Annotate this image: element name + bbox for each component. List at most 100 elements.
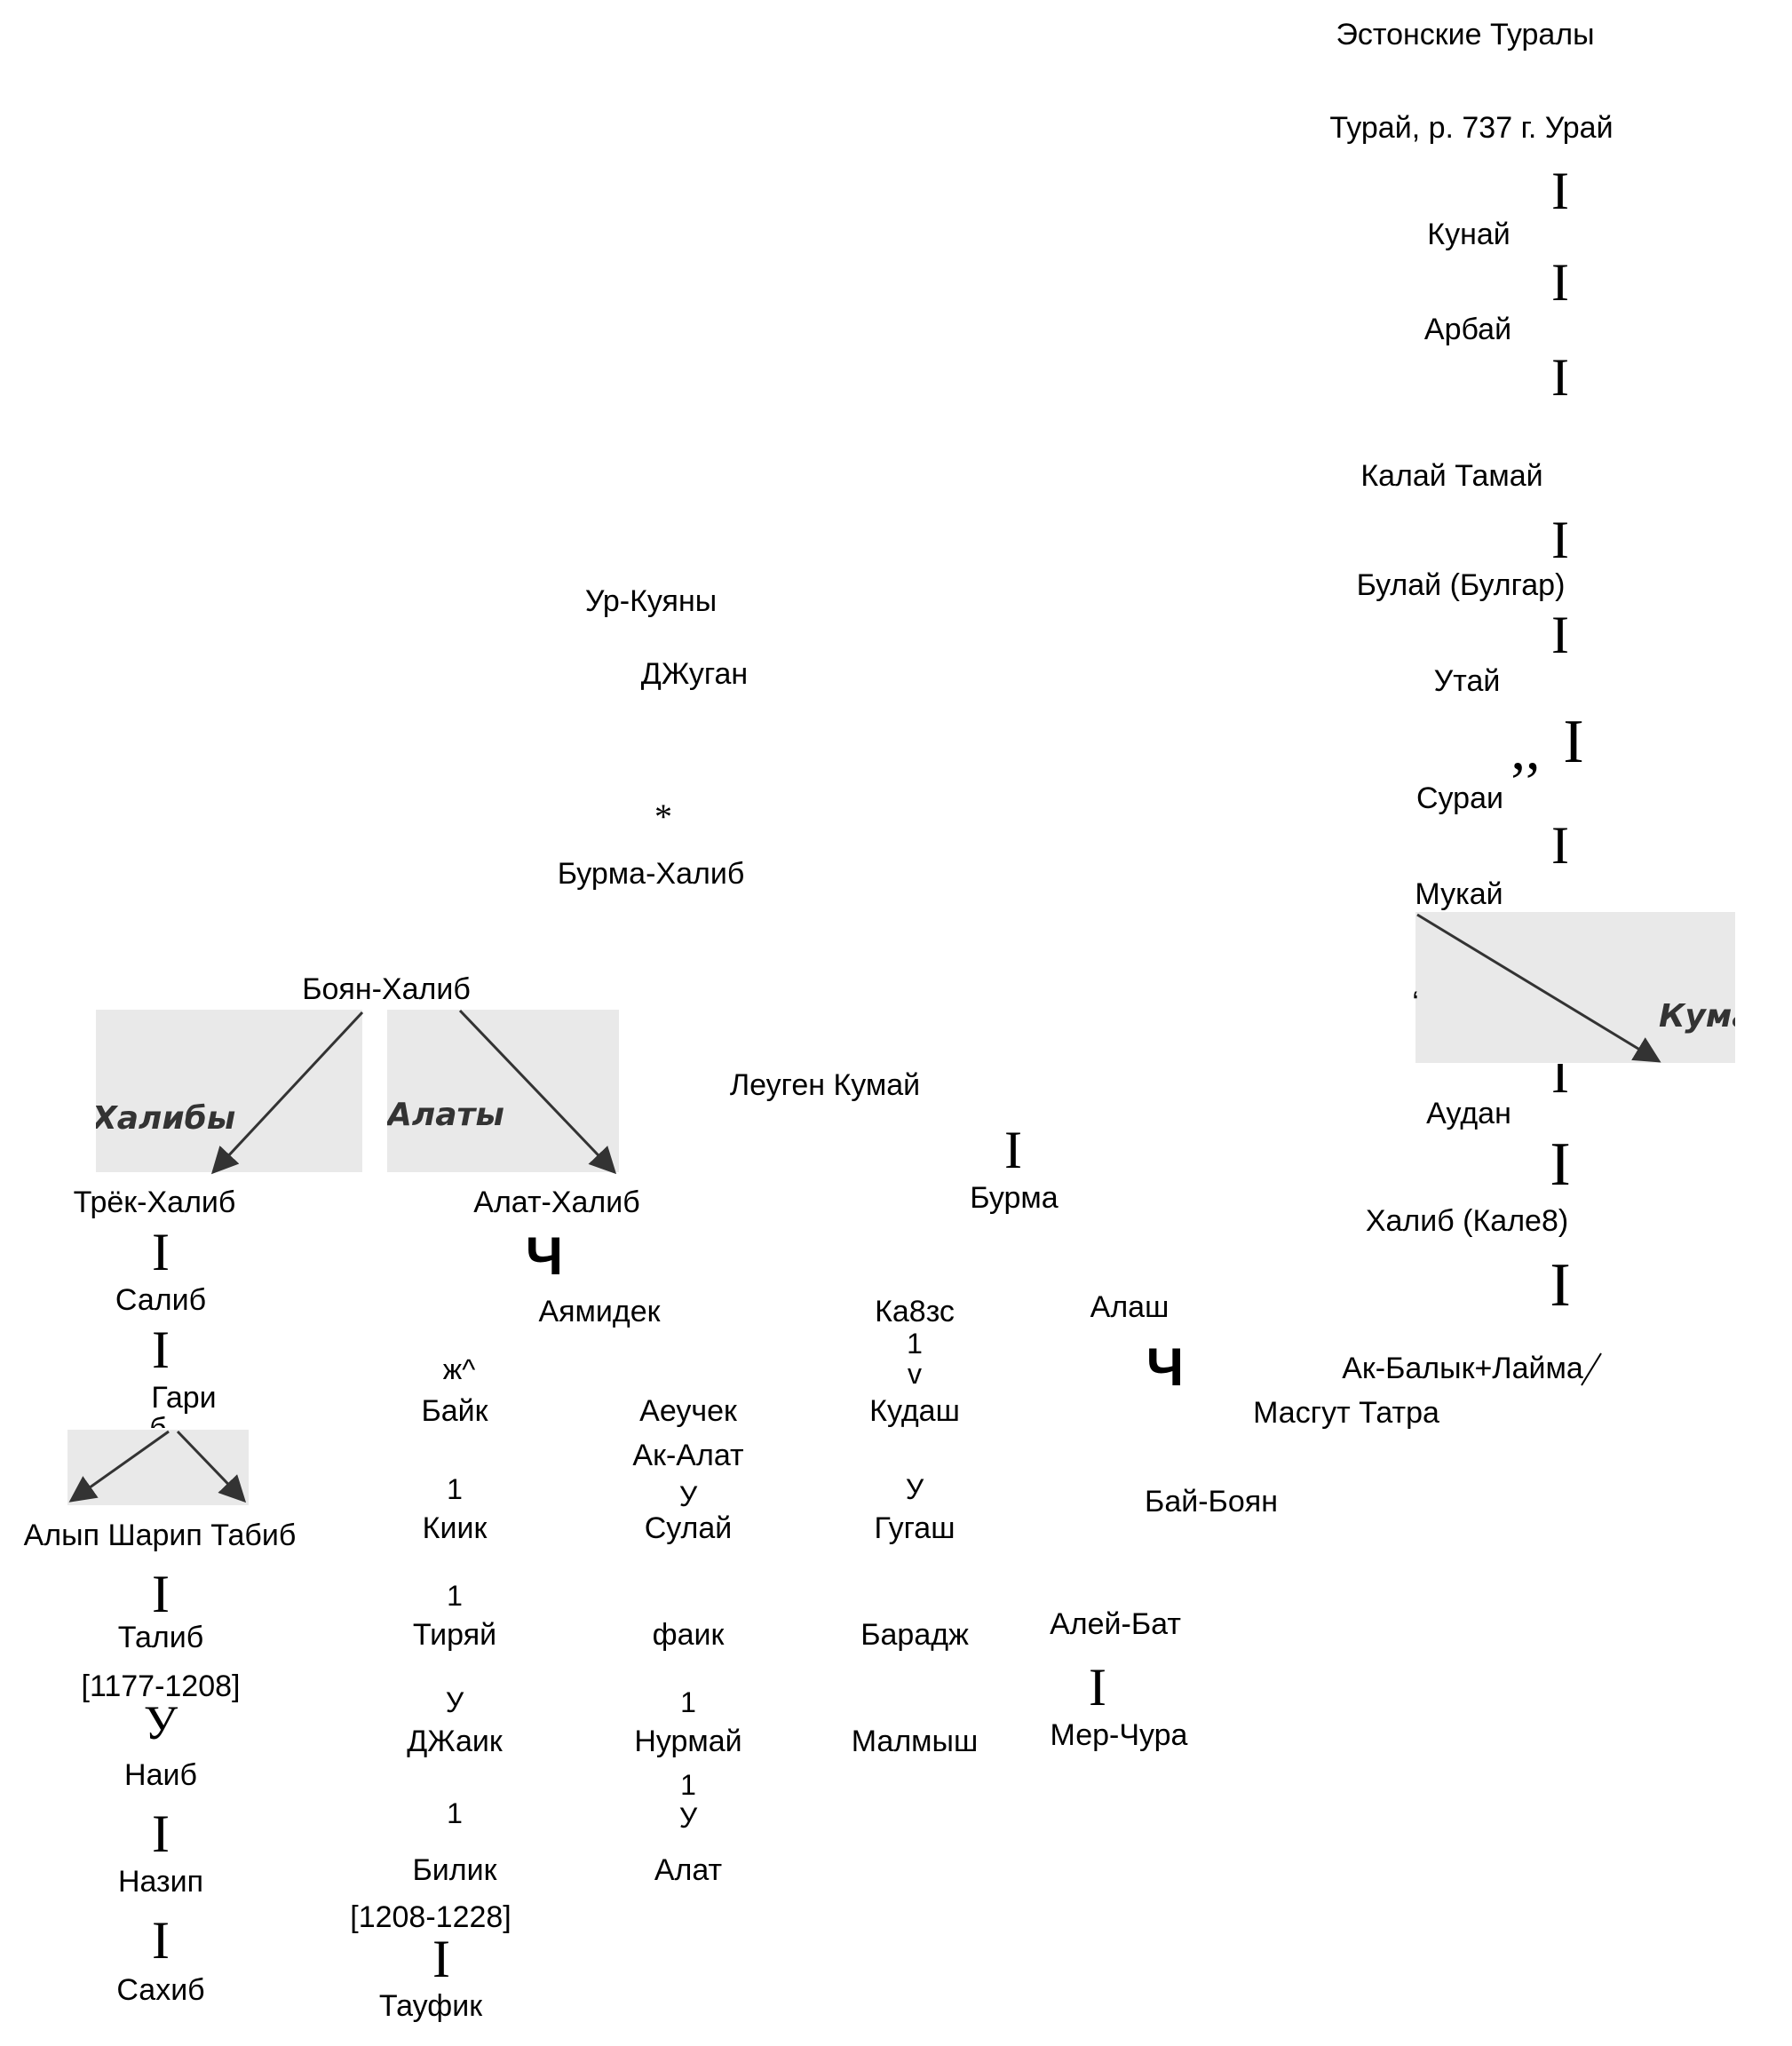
connector-bar: I: [1563, 708, 1584, 776]
node-turai: Турай, р. 737 г. Урай: [1329, 111, 1614, 145]
node-ak-balyk: Ак-Балык+Лайма: [1342, 1352, 1583, 1385]
node-sulai: Сулай: [644, 1511, 733, 1545]
connector-bar: I: [1551, 253, 1569, 312]
node-ur-kuyany: Ур-Куяны: [584, 584, 718, 618]
connector-bar: I: [152, 1565, 170, 1623]
node-aeuchek: Аеучек: [639, 1394, 737, 1428]
node-alat-khalib: Алат-Халиб: [473, 1186, 640, 1219]
node-garib-2: б: [149, 1412, 167, 1446]
node-talib-years: [1177-1208]: [81, 1669, 241, 1703]
connector-u: У: [445, 1686, 464, 1718]
node-malmysh: Малмыш: [851, 1725, 979, 1758]
arrow-to-alat-khalib: [458, 1009, 617, 1175]
asterisk-mark: *: [654, 797, 672, 837]
node-talib: Талиб: [117, 1621, 204, 1654]
connector-che: Ч: [525, 1226, 564, 1286]
connector-bar: I: [1089, 1658, 1106, 1717]
node-sakhib: Сахиб: [116, 1973, 205, 2007]
node-salib: Салиб: [115, 1283, 207, 1317]
connector-bar: I: [1550, 1251, 1571, 1320]
node-kalai-tamai: Калай Тамай: [1360, 459, 1543, 493]
node-alei-bat: Алей-Бат: [1050, 1607, 1181, 1641]
connector-bar: I: [1551, 348, 1569, 407]
node-surai: Сураи: [1416, 781, 1503, 815]
connector-u: У: [905, 1473, 924, 1505]
connector-bar: I: [1551, 1045, 1569, 1104]
node-ka8zs: Ка8зс: [875, 1295, 955, 1328]
node-nazip: Назип: [117, 1865, 204, 1899]
node-alash: Алаш: [1090, 1290, 1170, 1324]
connector-one: 1: [907, 1328, 923, 1360]
khaliby-label: Халибы: [96, 1100, 236, 1137]
node-utai: Утай: [1433, 664, 1501, 698]
node-dzhugan: ДЖуган: [640, 657, 749, 691]
kumai-label: Кумаи: [1659, 998, 1735, 1035]
connector-bar: I: [1551, 511, 1569, 569]
connector-bar: I: [1551, 816, 1569, 875]
node-bilik-years: [1208-1228]: [350, 1900, 511, 1934]
alaty-label: Алаты: [387, 1097, 504, 1133]
node-kunai: Кунай: [1427, 218, 1511, 251]
connector-one: 1: [447, 1580, 463, 1612]
connector-bar: I: [152, 1320, 170, 1379]
connector-che: Ч: [1146, 1337, 1185, 1397]
arrow-to-tabib: [176, 1430, 247, 1503]
node-mukai: Мукай: [1415, 877, 1503, 911]
node-tiryai: Тиряй: [412, 1618, 497, 1652]
node-alat: Алат: [654, 1853, 723, 1887]
connector-bar: I: [152, 1804, 170, 1863]
node-baradzh: Барадж: [860, 1618, 969, 1652]
quote-mark: ‘: [1412, 986, 1419, 1019]
node-trek-khalib: Трёк-Халиб: [73, 1186, 236, 1219]
alaty-panel: Алаты: [387, 1010, 619, 1172]
node-gugash: Гугаш: [874, 1511, 955, 1545]
node-bulai: Булай (Булгар): [1356, 568, 1566, 602]
connector-bar: I: [1551, 606, 1569, 664]
connector-bar: I: [1551, 162, 1569, 220]
arrow-to-trek-khalib: [210, 1011, 364, 1175]
node-ak-alat: Ак-Алат: [632, 1439, 744, 1472]
connector-one: 1: [447, 1473, 463, 1505]
node-kudash: Кудаш: [869, 1394, 960, 1428]
node-taufik: Тауфик: [378, 1989, 483, 2023]
slash-mark: [1581, 1352, 1602, 1386]
connector-one: 1: [447, 1797, 463, 1829]
node-leugen-kumai: Леуген Кумай: [729, 1068, 921, 1102]
node-baik: Байк: [421, 1394, 488, 1428]
node-dzhaik: ДЖаик: [407, 1725, 503, 1758]
khaliby-panel: Халибы: [96, 1010, 362, 1172]
node-mer-chura: Мер-Чура: [1050, 1718, 1188, 1752]
node-masgut-tatra: Масгут Татра: [1253, 1396, 1439, 1430]
node-audan: Аудан: [1426, 1097, 1511, 1130]
node-boyan-khalib: Боян-Халиб: [302, 972, 471, 1006]
node-naib: Наиб: [124, 1758, 197, 1792]
node-bilik: Билик: [412, 1853, 497, 1887]
arrow-to-kumai: [1416, 913, 1661, 1063]
connector-u: У: [143, 1696, 178, 1749]
connector-bar: I: [152, 1223, 170, 1281]
connector-u: У: [678, 1802, 698, 1834]
connector-bar: I: [432, 1930, 450, 1988]
node-estonian-turaly: Эстонские Туралы: [1336, 18, 1595, 52]
node-faik: фаик: [652, 1618, 725, 1652]
connector-u: У: [678, 1480, 698, 1512]
node-bai-boyan: Бай-Боян: [1145, 1485, 1278, 1519]
node-alyp-sharip-tabib: Алып Шарип Табиб: [23, 1519, 297, 1552]
node-zh-mark: ж^: [442, 1353, 476, 1385]
node-nurmai: Нурмай: [634, 1725, 742, 1758]
node-ayamidek: Аямидек: [538, 1295, 661, 1328]
connector-one: 1: [680, 1686, 696, 1718]
connector-bar: I: [1550, 1130, 1571, 1199]
connector-bar: I: [1004, 1121, 1022, 1179]
node-khalib-kale: Халиб (Кале8): [1365, 1204, 1569, 1238]
node-arbai: Арбай: [1423, 313, 1512, 346]
arrow-to-alyp: [68, 1430, 170, 1503]
connector-bar: I: [152, 1911, 170, 1970]
node-kiik: Киик: [422, 1511, 488, 1545]
node-burma-khalib: Бурма-Халиб: [557, 857, 745, 891]
connector-one: 1: [680, 1769, 696, 1801]
connector-commas: ,,: [1511, 718, 1541, 782]
kumai-panel: Кумаи: [1415, 912, 1735, 1063]
node-burma: Бурма: [970, 1181, 1059, 1215]
